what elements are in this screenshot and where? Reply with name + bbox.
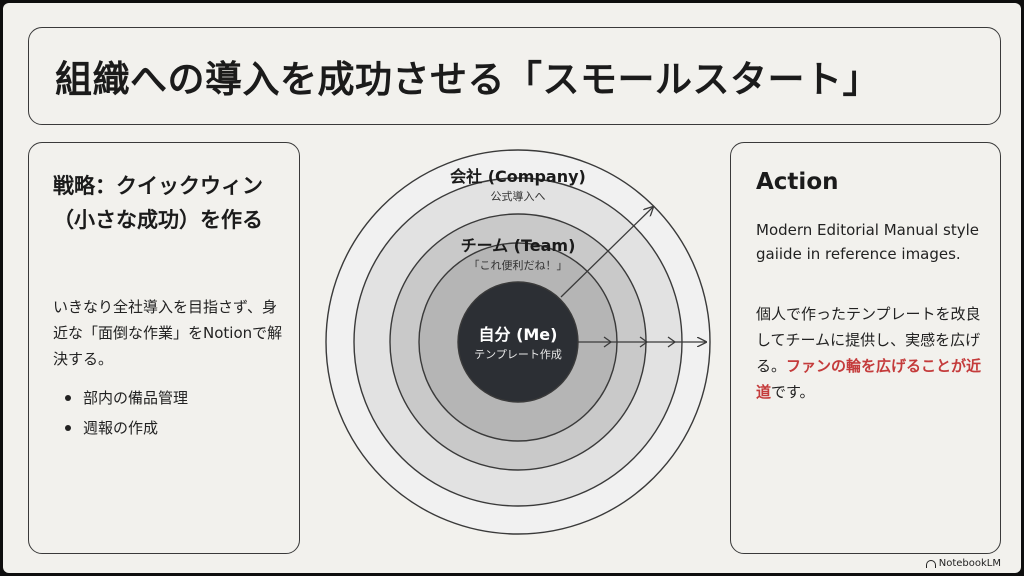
strategy-panel: 戦略：クイックウィン（小さな成功）を作る いきなり全社導入を目指さず、身近な「面… bbox=[28, 142, 300, 554]
arrow-tick bbox=[639, 336, 649, 348]
action-highlight: ファンの輪を広げることが近道 bbox=[756, 357, 982, 401]
strategy-heading: 戦略：クイックウィン（小さな成功）を作る bbox=[53, 174, 263, 232]
arrow-tick bbox=[603, 336, 613, 348]
company-label: 会社 (Company) bbox=[450, 167, 586, 186]
slide: 組織への導入を成功させる「スモールスタート」 戦略：クイックウィン（小さな成功）… bbox=[3, 3, 1021, 573]
me-label: 自分 (Me) bbox=[478, 325, 558, 344]
company-sub: 公式導入へ bbox=[490, 190, 546, 203]
action-heading: Action bbox=[756, 169, 839, 195]
strategy-body: いきなり全社導入を目指さず、身近な「面倒な作業」をNotionで解決する。 bbox=[53, 298, 283, 368]
growth-arrow-diagonal bbox=[560, 207, 653, 298]
action-text-after: です。 bbox=[771, 383, 815, 401]
brand-label: NotebookLM bbox=[938, 558, 1001, 569]
concentric-rings-svg bbox=[325, 149, 711, 535]
strategy-bullet-list: 部内の備品管理 週報の作成 bbox=[65, 383, 188, 443]
bullet-item: 部内の備品管理 bbox=[65, 383, 188, 413]
action-japanese-text: 個人で作ったテンプレートを改良してチームに提供し、実感を広げる。ファンの輪を広げ… bbox=[756, 301, 991, 405]
action-text-before: 個人で作ったテンプレートを改良してチームに提供し、実感を広げる。 bbox=[756, 305, 981, 375]
action-panel: Action Modern Editorial Manual style gai… bbox=[730, 142, 1001, 554]
slide-title: 組織への導入を成功させる「スモールスタート」 bbox=[55, 58, 880, 101]
concentric-diagram: 会社 (Company) 公式導入へ チーム (Team) 「これ便利だね！」 … bbox=[321, 149, 716, 544]
action-english-text: Modern Editorial Manual style gaiide in … bbox=[756, 221, 979, 263]
team-sub: 「これ便利だね！」 bbox=[468, 259, 568, 272]
footer-brand: NotebookLM bbox=[925, 558, 1001, 569]
bullet-item: 週報の作成 bbox=[65, 413, 188, 443]
me-sub: テンプレート作成 bbox=[474, 348, 562, 361]
title-box: 組織への導入を成功させる「スモールスタート」 bbox=[28, 27, 1001, 125]
arrow-tick bbox=[667, 336, 677, 348]
notebooklm-icon bbox=[925, 559, 936, 568]
team-label: チーム (Team) bbox=[460, 236, 576, 255]
